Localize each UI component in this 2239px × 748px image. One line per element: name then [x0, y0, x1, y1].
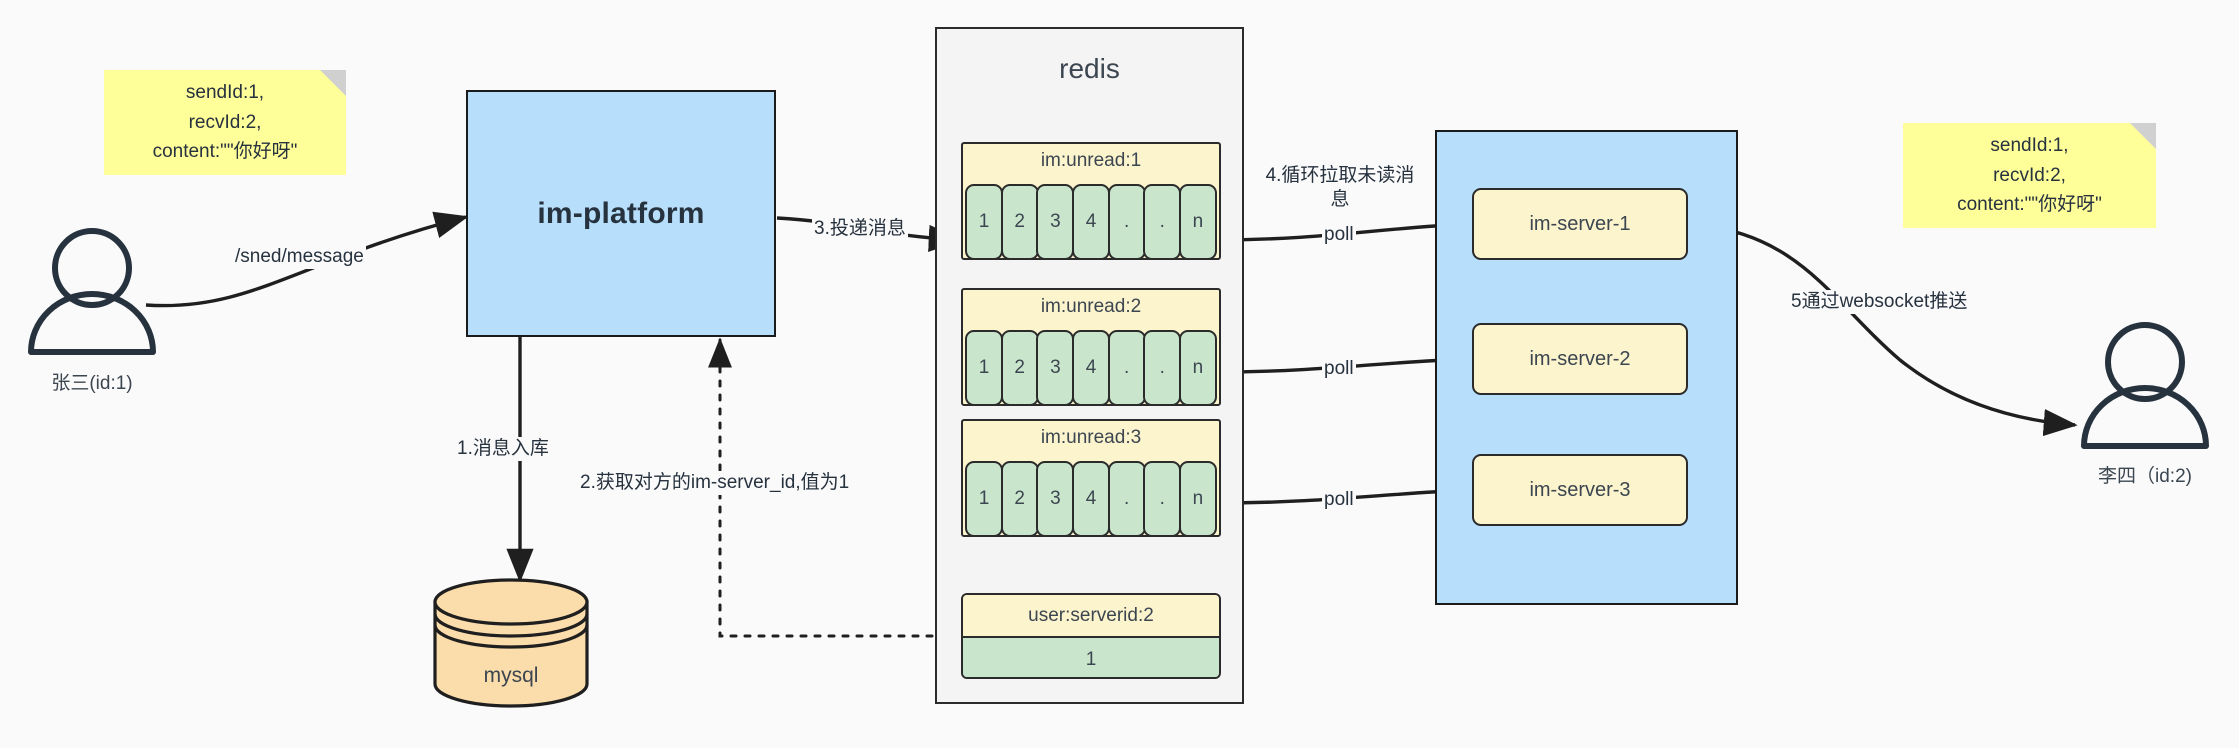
sticky-note-right: sendId:1, recvId:2, content:""你好呀" [1903, 123, 2156, 228]
queue-cell[interactable]: 2 [1000, 184, 1039, 260]
queue-cell[interactable]: n [1178, 461, 1217, 537]
queue-key-label: im:unread:1 [1040, 150, 1142, 171]
sender-avatar-icon [28, 228, 156, 355]
queue-cell[interactable]: . [1107, 184, 1146, 260]
queue-cell[interactable]: n [1178, 330, 1217, 406]
queue-cell[interactable]: 1 [965, 330, 1004, 406]
kv-key-label: user:serverid:2 [963, 595, 1219, 636]
im-server-2-label: im-server-2 [1529, 347, 1631, 370]
im-server-2-card[interactable]: im-server-2 [1472, 323, 1688, 395]
kv-value-label: 1 [963, 636, 1219, 677]
im-server-3-label: im-server-3 [1529, 478, 1631, 501]
sender-caption: 张三(id:1) [51, 373, 133, 394]
queue-cells: 1 2 3 4 . . n [965, 330, 1217, 406]
queue-cell[interactable]: . [1143, 461, 1182, 537]
queue-cells: 1 2 3 4 . . n [965, 461, 1217, 537]
queue-cell[interactable]: 2 [1000, 461, 1039, 537]
im-platform-box[interactable]: im-platform [466, 90, 776, 337]
receiver-caption: 李四（id:2) [2098, 466, 2192, 487]
queue-cell[interactable]: . [1143, 330, 1182, 406]
queue-im-unread-3[interactable]: im:unread:3 1 2 3 4 . . n [961, 419, 1221, 537]
queue-cell[interactable]: 4 [1071, 184, 1111, 260]
sticky-note-left-text: sendId:1, recvId:2, content:""你好呀" [152, 82, 298, 163]
queue-im-unread-2[interactable]: im:unread:2 1 2 3 4 . . n [961, 288, 1221, 406]
sticky-note-left: sendId:1, recvId:2, content:""你好呀" [104, 70, 346, 175]
queue-cell[interactable]: 4 [1071, 461, 1111, 537]
edge-label-step3: 3.投递消息 [812, 217, 908, 241]
im-server-1-label: im-server-1 [1529, 212, 1631, 235]
queue-im-unread-1[interactable]: im:unread:1 1 2 3 4 . . n [961, 142, 1221, 260]
edge-label-send-message: /sned/message [233, 245, 366, 269]
edge-label-poll-1: poll [1322, 223, 1356, 247]
queue-cell[interactable]: 3 [1036, 184, 1075, 260]
redis-kv-user-serverid[interactable]: user:serverid:2 1 [961, 593, 1221, 679]
queue-cell[interactable]: 2 [1000, 330, 1039, 406]
im-server-1-card[interactable]: im-server-1 [1472, 188, 1688, 260]
queue-cell[interactable]: n [1178, 184, 1217, 260]
edge-step5 [1687, 222, 2078, 437]
edge-label-step1: 1.消息入库 [455, 437, 551, 461]
queue-cell[interactable]: 3 [1036, 461, 1075, 537]
sticky-note-right-text: sendId:1, recvId:2, content:""你好呀" [1957, 135, 2102, 216]
sticky-fold-icon [2130, 123, 2156, 149]
queue-cell[interactable]: 1 [965, 461, 1004, 537]
edge-label-poll-2: poll [1322, 357, 1356, 381]
queue-cell[interactable]: 4 [1071, 330, 1111, 406]
redis-title: redis [1059, 53, 1120, 84]
edge-label-step2: 2.获取对方的im-server_id,值为1 [578, 471, 852, 495]
edge-label-step5: 5通过websocket推送 [1789, 290, 1970, 314]
queue-cell[interactable]: . [1107, 461, 1146, 537]
mysql-label: mysql [483, 664, 539, 687]
queue-key-label: im:unread:3 [1040, 427, 1142, 448]
queue-cell[interactable]: . [1107, 330, 1146, 406]
database-cylinder-icon [433, 578, 589, 708]
im-server-3-card[interactable]: im-server-3 [1472, 454, 1688, 526]
queue-cell[interactable]: 3 [1036, 330, 1075, 406]
edge-label-step4: 4.循环拉取未读消 息 [1258, 164, 1422, 212]
queue-cell[interactable]: . [1143, 184, 1182, 260]
queue-cell[interactable]: 1 [965, 184, 1004, 260]
receiver-avatar-icon [2081, 322, 2209, 449]
edge-label-poll-3: poll [1322, 488, 1356, 512]
im-platform-label: im-platform [537, 196, 705, 230]
queue-key-label: im:unread:2 [1040, 296, 1142, 317]
mysql-database[interactable]: mysql [431, 578, 591, 708]
queue-cells: 1 2 3 4 . . n [965, 184, 1217, 260]
sticky-fold-icon [320, 70, 346, 96]
